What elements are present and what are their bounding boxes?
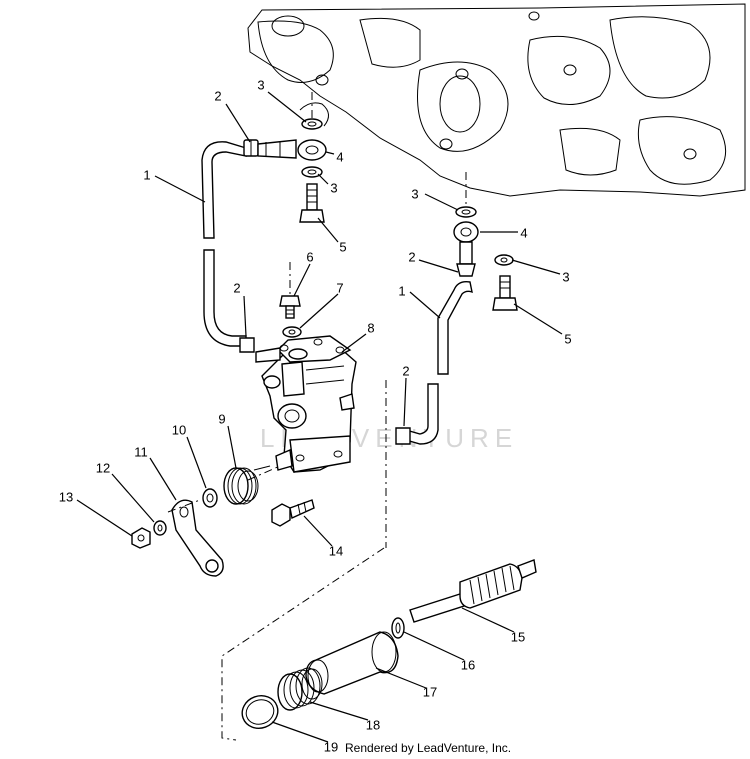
engine-case [247,3,746,197]
oil-line-left-lower [203,249,247,347]
return-spring [223,465,271,505]
pump-washer [282,326,302,338]
credit-text: Rendered by LeadVenture, Inc. [345,741,511,755]
oil-line-right-upper [437,280,473,375]
callout-number-2: 2 [402,363,409,378]
shaft-bushing [305,631,399,695]
lock-washer [153,520,167,536]
o-ring [241,695,279,729]
callout-number-1: 1 [143,167,150,182]
callout-number-12: 12 [96,460,110,475]
callout-number-16: 16 [461,657,475,672]
washer-upper-left [301,118,323,130]
hose-clamp-left-lower [239,337,255,353]
callout-number-1: 1 [398,283,405,298]
callout-number-3: 3 [562,269,569,284]
callout-number-5: 5 [339,239,346,254]
callout-number-3: 3 [257,77,264,92]
callout-number-2: 2 [214,88,221,103]
oil-pump-body [255,335,357,473]
callout-number-9: 9 [218,411,225,426]
drive-gear-shaft [409,559,537,623]
callout-number-3: 3 [411,186,418,201]
callout-number-19: 19 [324,739,338,754]
callout-number-14: 14 [329,543,343,558]
washer-lower-left [301,166,323,178]
callout-number-5: 5 [564,331,571,346]
banjo-bolt-right [492,275,518,311]
lever-washer [202,488,218,508]
pump-lever [171,499,224,577]
pump-mounting-bolt [271,499,315,527]
thrust-washer [391,617,405,639]
banjo-fitting-right [453,221,479,277]
callout-number-11: 11 [134,444,148,459]
callout-number-4: 4 [520,225,527,240]
oil-line-right-lower [405,383,439,445]
callout-number-7: 7 [336,280,343,295]
callout-number-13: 13 [59,489,73,504]
callout-number-4: 4 [336,149,343,164]
callout-number-18: 18 [366,717,380,732]
banjo-bolt-left [299,183,325,223]
pump-screw [279,295,301,319]
hose-clamp-upper-left [243,139,259,157]
centerlines [167,92,467,741]
callout-number-15: 15 [511,629,525,644]
callout-number-6: 6 [306,249,313,264]
callout-number-10: 10 [172,422,186,437]
washer-upper-right [455,206,477,218]
oil-line-left-upper [201,141,247,239]
lever-nut [131,527,151,549]
hose-clamp-right [395,427,411,445]
leader-lines [76,91,563,743]
coil-spring [277,667,323,711]
callout-number-2: 2 [408,249,415,264]
banjo-fitting-left [257,139,327,161]
callout-number-3: 3 [330,180,337,195]
callout-number-17: 17 [423,684,437,699]
callout-number-2: 2 [233,280,240,295]
callout-number-8: 8 [367,320,374,335]
washer-right-side [494,254,514,266]
